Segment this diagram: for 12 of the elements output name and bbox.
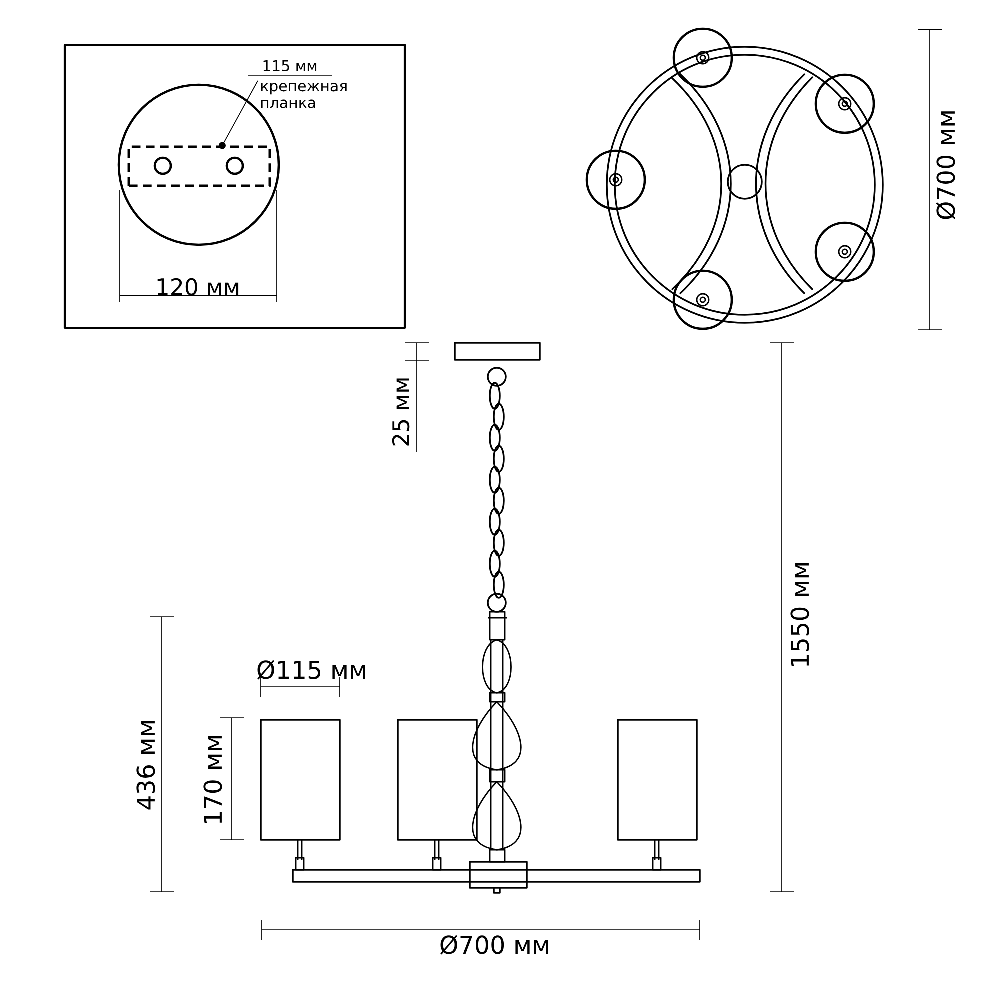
dimension-label: 25 мм <box>392 378 410 446</box>
dimension-label: Ø700 мм <box>440 935 548 955</box>
dimension-label: 1550 мм <box>790 564 810 666</box>
dimension-label: 120 мм <box>158 278 239 296</box>
leader-line <box>218 80 258 150</box>
dimension-label: Ø115 мм <box>258 660 366 680</box>
dimension-label: 170 мм <box>204 736 222 824</box>
dimension-label: 436 мм <box>136 721 156 810</box>
mounting-bar <box>128 146 272 188</box>
dimension-label: 115 мм <box>264 60 317 72</box>
dimension-label: Ø700 мм <box>936 112 956 220</box>
callout-text: крепежная планка <box>261 83 347 108</box>
